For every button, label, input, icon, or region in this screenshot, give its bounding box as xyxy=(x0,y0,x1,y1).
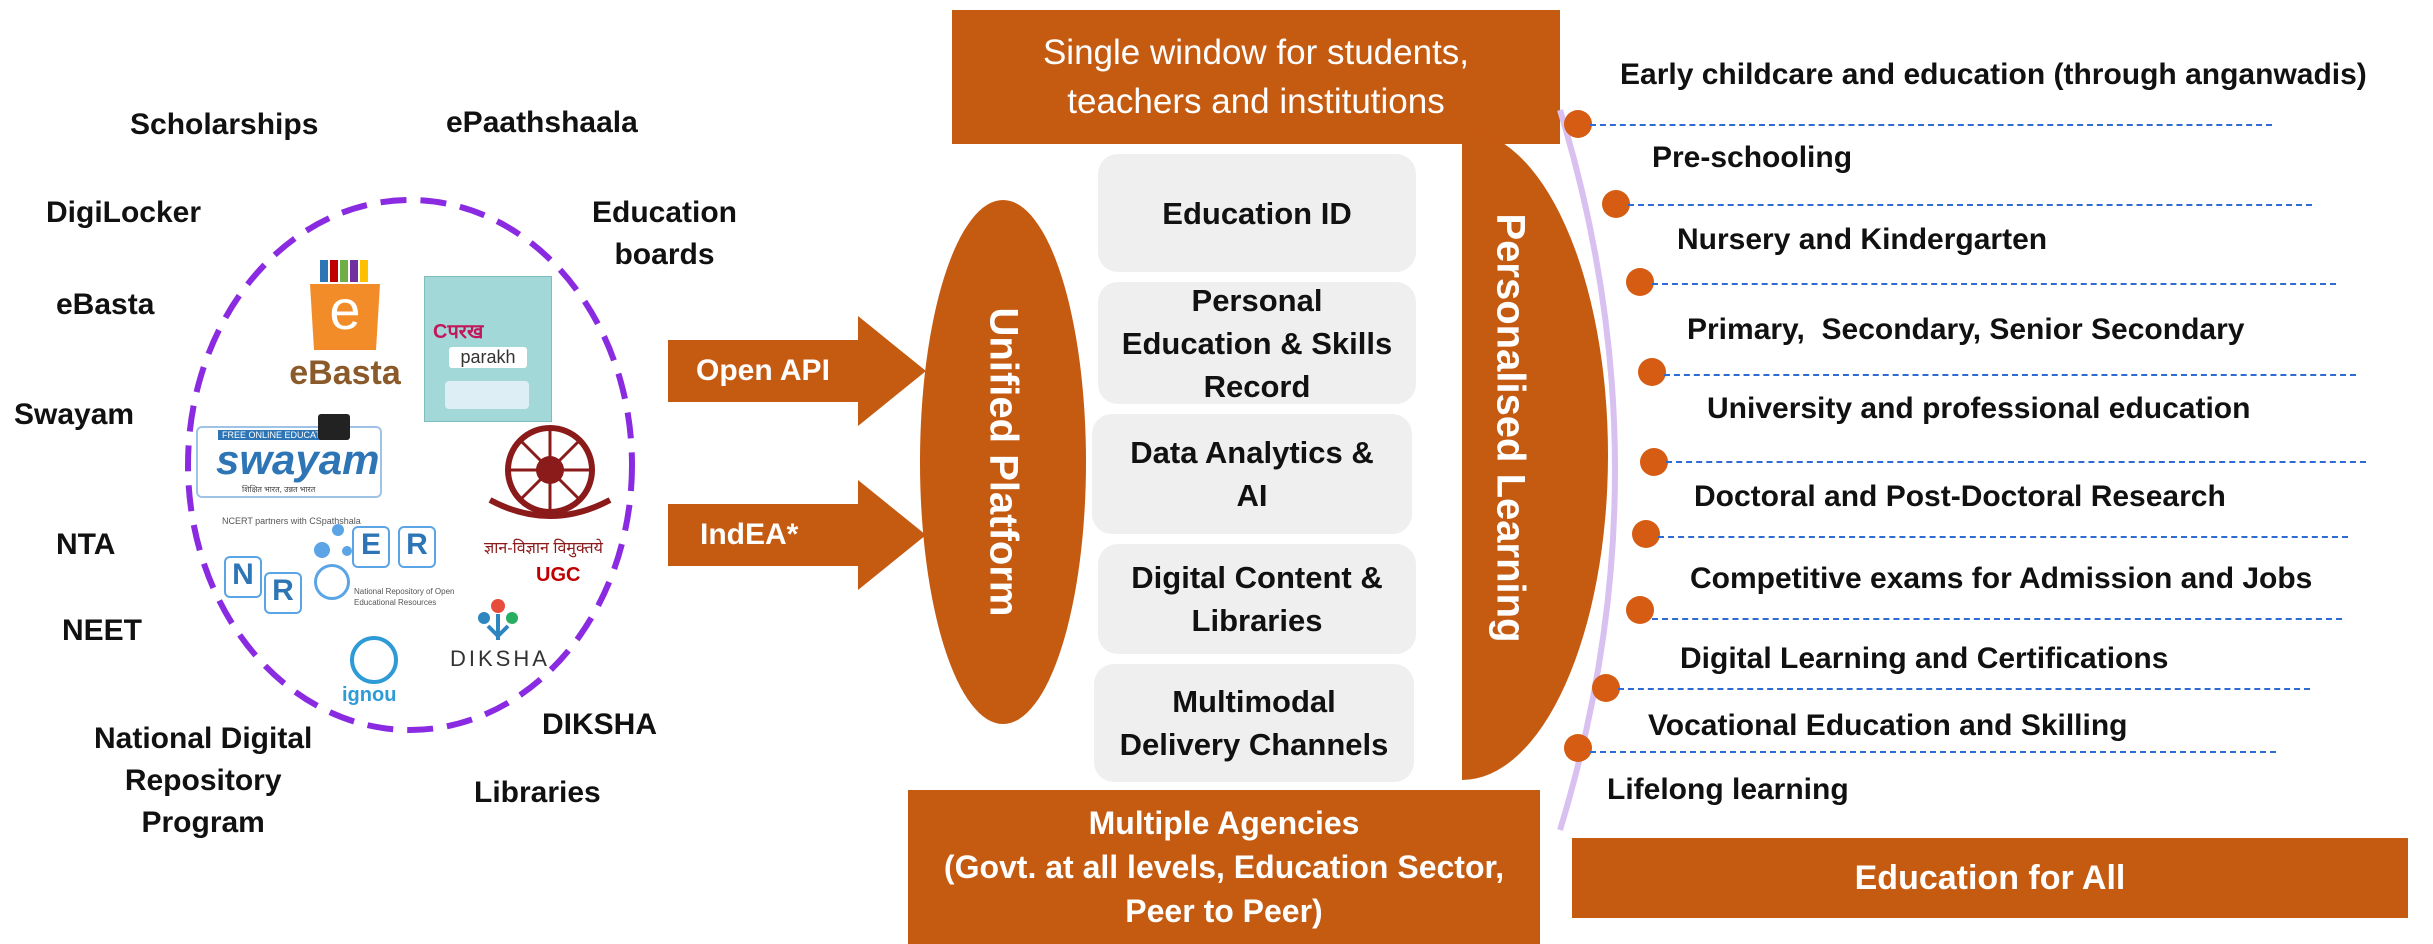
parakh-logo-top: Cपरख xyxy=(433,321,484,343)
label-nta: NTA xyxy=(56,528,116,561)
ignou-emblem-icon xyxy=(350,636,398,684)
single-window-text: Single window for students, teachers and… xyxy=(1042,33,1470,121)
unified-platform-label: Unified Platform xyxy=(981,307,1026,617)
stage-doctoral: Doctoral and Post-Doctoral Research xyxy=(1694,480,2226,513)
diksha-logo-text: DIKSHA xyxy=(450,646,550,671)
delivery-channels-text: Multimodal Delivery Channels xyxy=(1119,684,1389,762)
label-ebasta: eBasta xyxy=(56,288,155,321)
education-id-box: Education ID xyxy=(1098,154,1416,272)
ecosystem-dashed-circle xyxy=(185,197,635,733)
nroer-logo-r2: R xyxy=(398,526,436,568)
education-for-all-box: Education for All xyxy=(1572,838,2408,918)
nroer-logo-n: N xyxy=(224,556,262,598)
indea-label: IndEA* xyxy=(700,518,799,551)
multiple-agencies-text: Multiple Agencies (Govt. at all levels, … xyxy=(943,805,1505,929)
nroer-logo-caption: National Repository of Open Educational … xyxy=(354,587,455,607)
ebasta-logo-letter: e xyxy=(329,278,361,341)
open-api-arrow xyxy=(668,316,926,426)
open-api-label: Open API xyxy=(696,354,830,387)
label-epaathshaala: ePaathshaala xyxy=(446,106,638,139)
label-digilocker: DigiLocker xyxy=(46,196,202,229)
nroer-logo-r: R xyxy=(264,572,302,614)
swayam-logo-tag: FREE ONLINE EDUCATION xyxy=(218,430,341,440)
personalised-learning-label: Personalised Learning xyxy=(1488,213,1533,643)
stage-dot xyxy=(1626,268,1654,296)
ugc-logo-text: UGC xyxy=(536,564,581,586)
stage-divider xyxy=(1590,751,2276,753)
label-diksha: DIKSHA xyxy=(542,708,658,741)
parakh-logo-text: parakh xyxy=(449,347,527,368)
stage-divider xyxy=(1652,618,2342,620)
globe-icon xyxy=(314,564,350,600)
skills-record-box: Personal Education & Skills Record xyxy=(1098,282,1416,404)
stage-dot xyxy=(1626,596,1654,624)
stage-university: University and professional education xyxy=(1707,392,2251,425)
stage-dot xyxy=(1640,448,1668,476)
unified-platform-ellipse xyxy=(920,200,1086,724)
stage-divider xyxy=(1652,283,2336,285)
indea-arrow xyxy=(668,480,926,590)
ebasta-logo: e eBasta xyxy=(280,258,410,398)
education-id-text: Education ID xyxy=(1162,195,1352,231)
diksha-logo: DIKSHA xyxy=(448,596,548,676)
delivery-channels-box: Multimodal Delivery Channels xyxy=(1094,664,1414,782)
stage-divider xyxy=(1658,536,2348,538)
learning-arc xyxy=(1557,109,1618,831)
ignou-logo: ignou xyxy=(338,636,408,712)
nroer-logo-top: NCERT partners with CSpathshala xyxy=(222,516,361,526)
label-libraries: Libraries xyxy=(474,776,601,809)
single-window-box: Single window for students, teachers and… xyxy=(952,10,1560,144)
nroer-logo: NCERT partners with CSpathshala N R E R … xyxy=(222,516,458,626)
data-analytics-box: Data Analytics & AI xyxy=(1092,414,1412,534)
stage-divider xyxy=(1664,374,2356,376)
ugc-wheel-icon xyxy=(488,425,612,519)
ebasta-bag-icon xyxy=(310,260,380,350)
stage-digital-learning: Digital Learning and Certifications xyxy=(1680,642,2169,675)
stage-competitive-exams: Competitive exams for Admission and Jobs xyxy=(1690,562,2313,595)
education-for-all-text: Education for All xyxy=(1854,858,2126,897)
stage-divider xyxy=(1666,461,2366,463)
skills-record-text: Personal Education & Skills Record xyxy=(1121,282,1393,404)
stage-pre-schooling: Pre-schooling xyxy=(1652,141,1853,174)
digital-content-text: Digital Content & Libraries xyxy=(1131,560,1383,638)
stage-early-childcare: Early childcare and education (through a… xyxy=(1620,58,2367,91)
stage-divider xyxy=(1590,124,2272,126)
label-ndrp: National Digital Repository Program xyxy=(94,722,313,839)
stage-divider xyxy=(1628,204,2312,206)
stage-dot xyxy=(1602,190,1630,218)
stage-primary-secondary: Primary, Secondary, Senior Secondary xyxy=(1687,313,2245,346)
nroer-logo-e: E xyxy=(352,526,390,568)
label-neet: NEET xyxy=(62,614,143,647)
stage-dot xyxy=(1564,734,1592,762)
label-swayam: Swayam xyxy=(14,398,135,431)
book-stack-icon xyxy=(318,414,350,440)
ugc-logo-hindi: ज्ञान-विज्ञान विमुक्तये xyxy=(484,540,603,557)
data-analytics-text: Data Analytics & AI xyxy=(1130,435,1374,513)
stage-vocational: Vocational Education and Skilling xyxy=(1648,709,2128,742)
ignou-logo-text: ignou xyxy=(342,684,397,706)
stage-divider xyxy=(1618,688,2310,690)
stage-lifelong: Lifelong learning xyxy=(1607,773,1849,806)
stage-dot xyxy=(1592,674,1620,702)
swayam-logo-sub: शिक्षित भारत, उन्नत भारत xyxy=(242,485,316,494)
ugc-logo: ज्ञान-विज्ञान विमुक्तये UGC xyxy=(470,420,620,596)
multiple-agencies-box: Multiple Agencies (Govt. at all levels, … xyxy=(908,790,1540,944)
swayam-logo: FREE ONLINE EDUCATION swayam शिक्षित भार… xyxy=(196,426,382,498)
stage-dot xyxy=(1564,110,1592,138)
stage-nursery: Nursery and Kindergarten xyxy=(1677,223,2048,256)
stage-dot xyxy=(1638,358,1666,386)
stage-dot xyxy=(1632,520,1660,548)
swayam-logo-text: swayam xyxy=(216,436,380,483)
digital-content-box: Digital Content & Libraries xyxy=(1098,544,1416,654)
diksha-tree-icon xyxy=(478,599,518,640)
parakh-logo: Cपरख parakh xyxy=(424,276,552,422)
label-scholarships: Scholarships xyxy=(130,108,319,141)
label-education-boards: Education boards xyxy=(592,196,738,271)
ebasta-logo-text: eBasta xyxy=(289,354,401,392)
